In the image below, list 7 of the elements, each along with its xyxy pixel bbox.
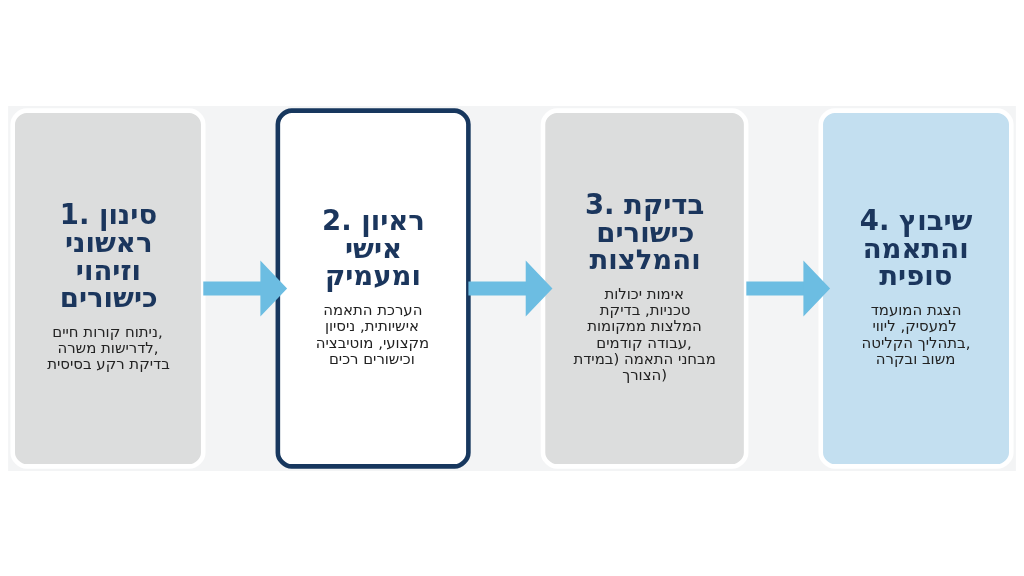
node-box: 4. שיבוץ והתאמה סופית הצגת המועמד למעסיק, ליווי בתהליך הקליטה, משוב ובקרה (818, 107, 1014, 469)
arrow (746, 259, 831, 317)
node-box: 2. ראיון אישי ומעמיק הערכת התאמה אישיותית, ניסיון מקצועי, מוטיבציה וכישורים רכים (275, 107, 471, 469)
node-box: 3. בדיקת כישורים והמלצות אימות יכולות טכניות, בדיקת המלצות ממקומות עבודה קודמים, מבחני התאמה (במידת הצורך) (540, 107, 749, 469)
arrow (203, 259, 288, 317)
arrow (468, 259, 553, 317)
node-box: 1. סינון ראשוני וזיהוי כישורים ניתוח קורות חיים, לדרישות משרה, בדיקת רקע בסיסית (10, 107, 206, 469)
